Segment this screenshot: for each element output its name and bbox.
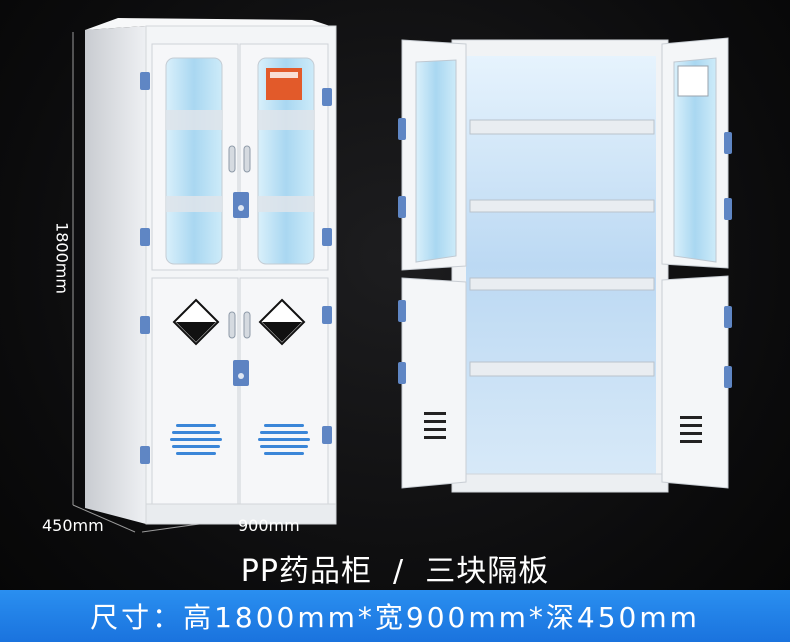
size-banner: 尺寸：高1800mm*宽900mm*深450mm (0, 590, 790, 642)
shelf (469, 119, 655, 377)
depth-dimension-label: 450mm (42, 516, 104, 535)
product-title: PP药品柜 / 三块隔板 (240, 554, 550, 589)
corrosive-hazard-icon (172, 298, 220, 346)
open-cabinet (398, 37, 732, 493)
door-handle (228, 145, 251, 339)
corrosive-hazard-icon (258, 298, 306, 346)
lock-icon (233, 192, 249, 386)
hinge (140, 72, 332, 464)
width-dimension-label: 900mm (238, 516, 300, 535)
size-banner-text: 尺寸：高1800mm*宽900mm*深450mm (90, 601, 700, 634)
height-dimension-label: 1800mm (52, 222, 72, 294)
vent-grille (680, 416, 702, 443)
hinge (724, 132, 732, 388)
closed-cabinet (85, 18, 337, 525)
hinge (398, 118, 406, 384)
vent-grille (170, 424, 310, 455)
vent-grille (424, 412, 446, 439)
label-sticker (677, 65, 709, 97)
